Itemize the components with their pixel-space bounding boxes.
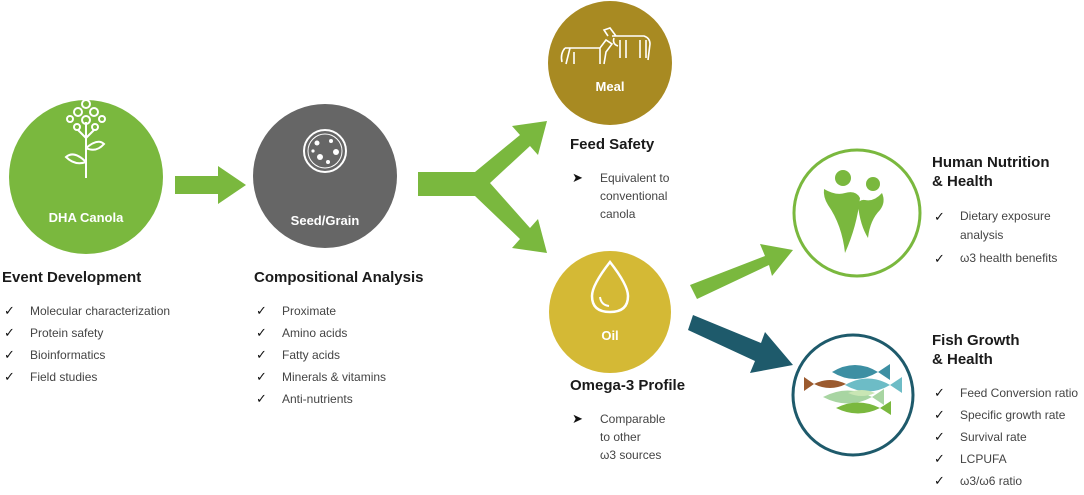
omega3-profile-title: Omega-3 Profile [570, 377, 686, 394]
list-item: ✓ Amino acids [256, 322, 386, 344]
list-item-text: Specific growth rate [960, 408, 1066, 422]
meal-circle [548, 1, 672, 125]
seed-grain-label: Seed/Grain [290, 213, 360, 228]
feed-safety-note: ➤ Equivalent to conventional canola [572, 169, 669, 223]
fish-school-icon [804, 364, 902, 415]
list-item-text: Dietary exposure analysis [960, 209, 1051, 242]
fish-growth-title-line: Fish Growth [932, 332, 1020, 349]
list-item-text: Molecular characterization [30, 304, 171, 318]
seed-grain-circle [253, 104, 397, 248]
list-item-text: Survival rate [960, 430, 1027, 444]
check-icon: ✓ [4, 303, 15, 318]
human-nutrition-title-line: & Health [932, 173, 993, 190]
list-item: ✓ Molecular characterization [4, 300, 170, 322]
event-development-list: ✓ Molecular characterization ✓ Protein safe… [4, 300, 170, 388]
petri-dish-icon [303, 129, 347, 173]
arrowhead-bullet-icon: ➤ [572, 411, 583, 426]
check-icon: ✓ [4, 369, 15, 384]
list-item-text: Fatty acids [282, 348, 341, 362]
check-icon: ✓ [256, 347, 267, 362]
check-icon: ✓ [256, 369, 267, 384]
list-item: ✓ Bioinformatics [4, 344, 170, 366]
oil-label: Oil [601, 328, 619, 343]
list-item-text: Proximate [282, 304, 337, 318]
check-icon: ✓ [256, 325, 267, 340]
canola-plant-icon [64, 99, 106, 178]
omega3-note-line: to other [600, 430, 641, 444]
oil-drop-icon [590, 259, 630, 314]
feed-safety-title: Feed Safety [570, 136, 655, 153]
check-icon: ✓ [256, 303, 267, 318]
list-item-text: Amino acids [282, 326, 348, 340]
check-icon: ✓ [934, 209, 945, 224]
dha-canola-label: DHA Canola [48, 210, 124, 225]
list-item: ✓ Dietary exposure analysis [934, 207, 1057, 245]
meal-label: Meal [595, 79, 625, 94]
compositional-analysis-title: Compositional Analysis [254, 269, 424, 286]
livestock-icon [560, 27, 651, 65]
arrow-oil-to-human [690, 244, 793, 299]
check-icon: ✓ [934, 451, 945, 466]
list-item-text: LCPUFA [960, 452, 1007, 466]
list-item-text: Feed Conversion ratio [960, 386, 1079, 400]
list-item-text: ω3/ω6 ratio [960, 474, 1023, 488]
arrow-oil-to-fish [688, 315, 793, 373]
check-icon: ✓ [934, 473, 945, 488]
arrowhead-bullet-icon: ➤ [572, 170, 583, 185]
list-item: ✓ Minerals & vitamins [256, 366, 386, 388]
list-item: ✓ Anti-nutrients [256, 388, 386, 410]
check-icon: ✓ [934, 251, 945, 266]
omega3-note-line: ω3 sources [600, 448, 662, 462]
list-item: ✓ Survival rate [934, 426, 1078, 448]
feed-safety-note-line: Equivalent to [600, 171, 670, 185]
arrow-fork-meal-oil [418, 121, 547, 253]
human-nutrition-title-line: Human Nutrition [932, 154, 1050, 171]
list-item-text: Anti-nutrients [282, 392, 353, 406]
list-item-text: Bioinformatics [30, 348, 106, 362]
fish-growth-list: ✓ Feed Conversion ratio ✓ Specific growth r… [934, 382, 1078, 492]
list-item: ✓ Field studies [4, 366, 170, 388]
event-development-title: Event Development [2, 269, 142, 286]
list-item: ✓ LCPUFA [934, 448, 1078, 470]
list-item-text: ω3 health benefits [960, 251, 1058, 265]
feed-safety-note-line: conventional [600, 189, 668, 203]
check-icon: ✓ [934, 407, 945, 422]
check-icon: ✓ [256, 391, 267, 406]
human-nutrition-list: ✓ Dietary exposure analysis ✓ ω3 health … [934, 207, 1057, 268]
list-item: ✓ ω3/ω6 ratio [934, 470, 1078, 492]
list-item-text: Field studies [30, 370, 98, 384]
fish-growth-title-line: & Health [932, 351, 993, 368]
list-item: ✓ Protein safety [4, 322, 170, 344]
human-nutrition-title: Human Nutrition & Health [932, 153, 1050, 191]
feed-safety-note-line: canola [600, 207, 636, 221]
list-item: ✓ Fatty acids [256, 344, 386, 366]
fish-growth-title: Fish Growth & Health [932, 331, 1020, 369]
omega3-note-line: Comparable [600, 412, 666, 426]
check-icon: ✓ [4, 325, 15, 340]
list-item: ✓ Feed Conversion ratio [934, 382, 1078, 404]
omega3-profile-note: ➤ Comparable to other ω3 sources [572, 410, 665, 464]
list-item: ✓ Proximate [256, 300, 386, 322]
human-figures-icon [823, 170, 884, 253]
list-item-text: Protein safety [30, 326, 104, 340]
check-icon: ✓ [934, 429, 945, 444]
compositional-analysis-list: ✓ Proximate ✓ Amino acids ✓ Fatty acids ✓ Miner… [256, 300, 386, 410]
check-icon: ✓ [4, 347, 15, 362]
list-item: ✓ ω3 health benefits [934, 249, 1057, 268]
arrow-canola-to-seed [175, 166, 246, 204]
list-item-text: Minerals & vitamins [282, 370, 387, 384]
check-icon: ✓ [934, 385, 945, 400]
list-item: ✓ Specific growth rate [934, 404, 1078, 426]
